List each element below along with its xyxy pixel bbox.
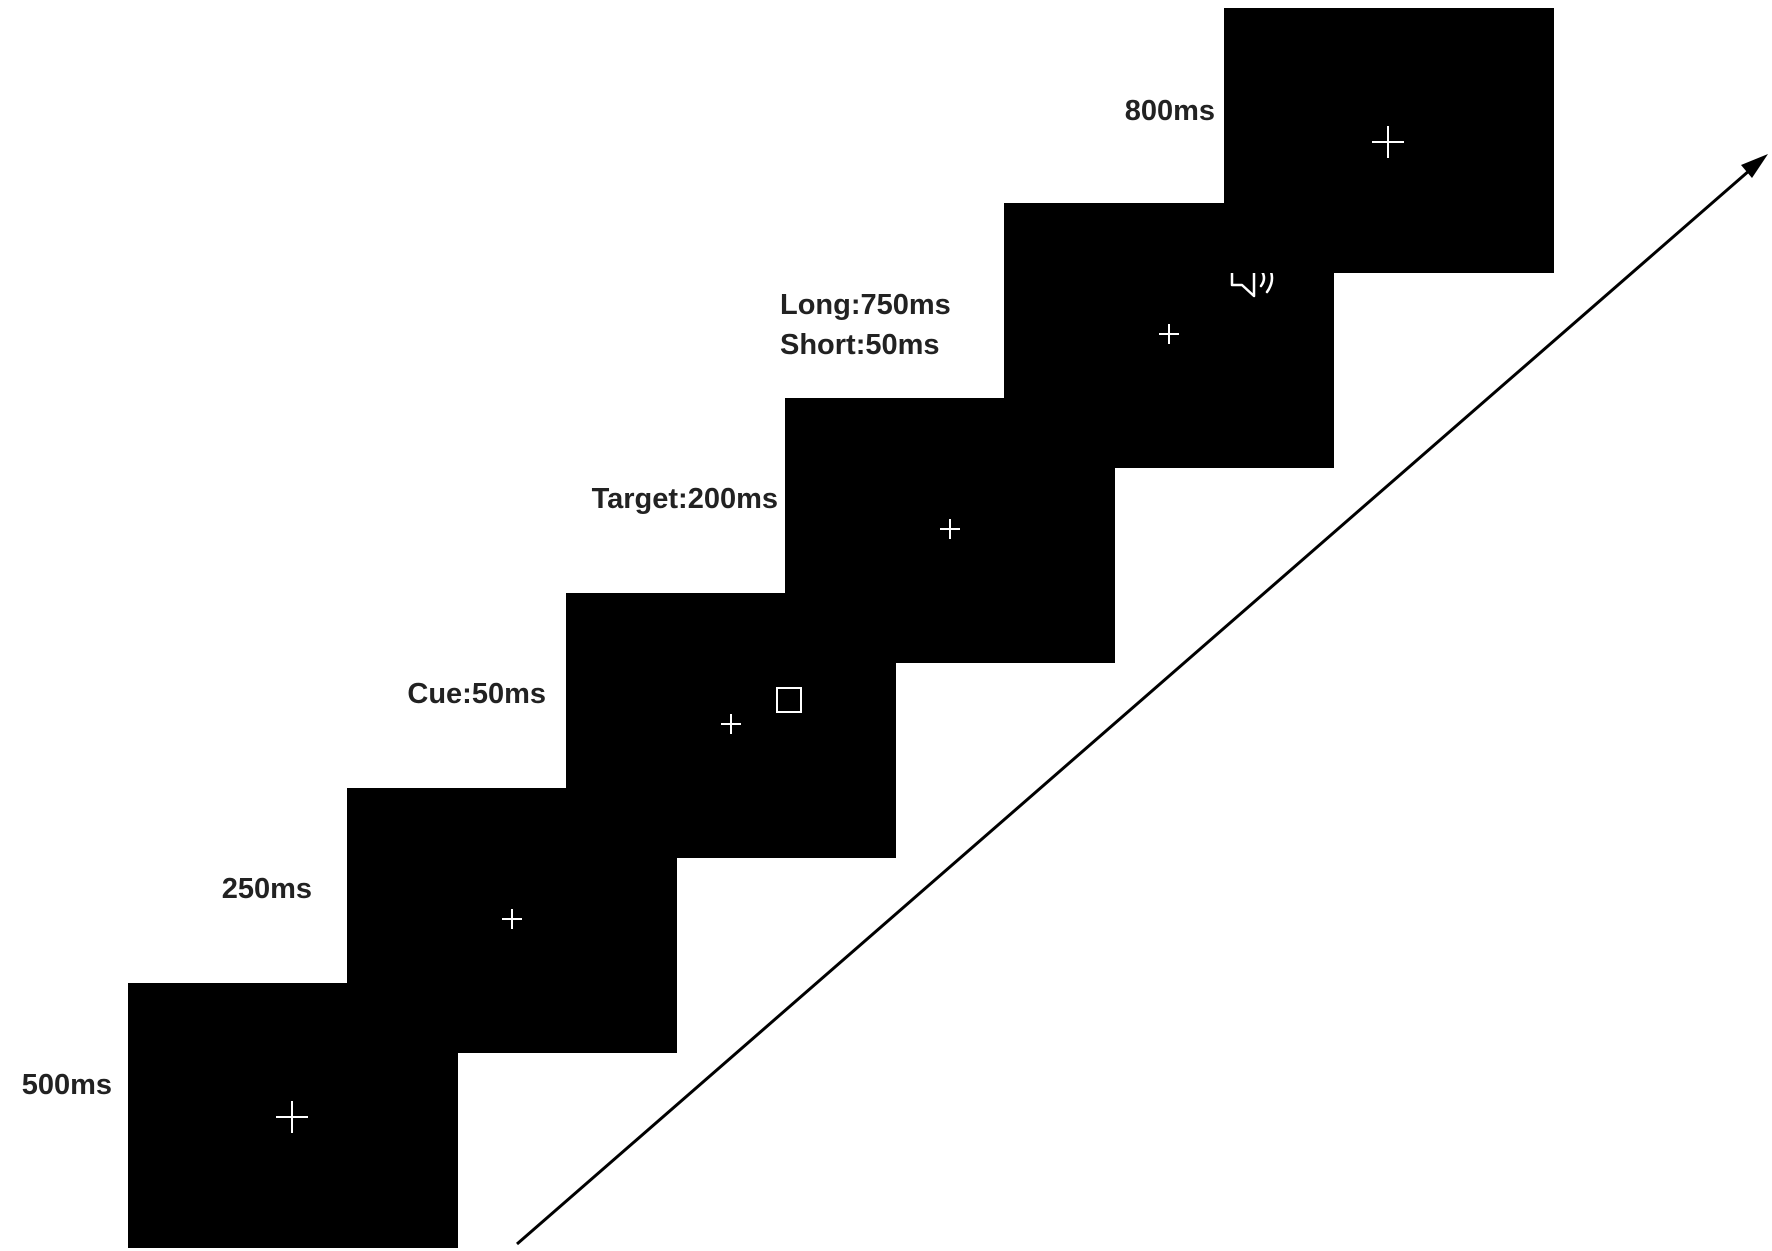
fixation-cross-icon — [721, 714, 741, 734]
fixation-cross-icon — [1159, 324, 1179, 344]
duration-label-250ms: 250ms — [221, 873, 312, 905]
duration-label-soa: Long:750ms Short:50ms — [780, 285, 1000, 365]
fixation-cross-icon — [1372, 126, 1404, 158]
fixation-cross-icon — [276, 1101, 308, 1133]
duration-label-long: Long:750ms — [780, 289, 951, 321]
duration-label-cue: Cue:50ms — [407, 678, 546, 710]
fixation-cross-icon — [940, 519, 960, 539]
duration-label-800ms: 800ms — [1124, 95, 1215, 127]
duration-label-short: Short:50ms — [780, 329, 940, 361]
duration-label-500ms: 500ms — [21, 1069, 112, 1101]
cue-square-icon — [776, 687, 802, 713]
screen-fixation-800ms — [1224, 8, 1554, 273]
duration-label-target: Target:200ms — [591, 483, 778, 515]
fixation-cross-icon — [502, 909, 522, 929]
